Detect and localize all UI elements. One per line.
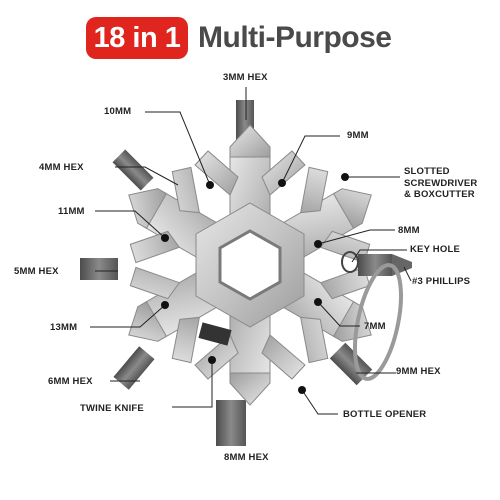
snowflake-body bbox=[100, 124, 400, 406]
twine-knife-blade bbox=[198, 322, 232, 346]
label-twine-knife: TWINE KNIFE bbox=[80, 403, 144, 414]
key-ring bbox=[341, 251, 403, 381]
callout-dots bbox=[161, 173, 349, 394]
label-7mm: 7MM bbox=[364, 321, 386, 332]
label-10mm: 10MM bbox=[104, 106, 132, 117]
label-8mm-hex: 8MM HEX bbox=[224, 452, 269, 463]
label-slotted-line1: SLOTTED bbox=[404, 166, 450, 177]
label-9mm-hex: 9MM HEX bbox=[396, 366, 441, 377]
label-8mm: 8MM bbox=[398, 225, 420, 236]
label-3mm-hex: 3MM HEX bbox=[223, 72, 268, 83]
label-9mm: 9MM bbox=[347, 130, 369, 141]
label-6mm-hex: 6MM HEX bbox=[48, 376, 93, 387]
label-11mm: 11MM bbox=[58, 206, 85, 217]
label-5mm-hex: 5MM HEX bbox=[14, 266, 59, 277]
count-badge: 18 in 1 bbox=[86, 17, 188, 59]
callout-lines bbox=[90, 87, 412, 415]
label-slotted-line3: & BOXCUTTER bbox=[404, 189, 475, 200]
label-slotted-screwdriver: SLOTTED SCREWDRIVER & BOXCUTTER bbox=[404, 166, 477, 201]
label-bottle-opener: BOTTLE OPENER bbox=[343, 409, 427, 420]
label-key-hole: KEY HOLE bbox=[410, 244, 460, 255]
label-phillips: #3 PHILLIPS bbox=[412, 276, 471, 287]
label-13mm: 13MM bbox=[50, 322, 78, 333]
label-4mm-hex: 4MM HEX bbox=[39, 162, 84, 173]
headline-title: Multi-Purpose bbox=[198, 21, 392, 54]
label-slotted-line2: SCREWDRIVER bbox=[404, 177, 478, 189]
